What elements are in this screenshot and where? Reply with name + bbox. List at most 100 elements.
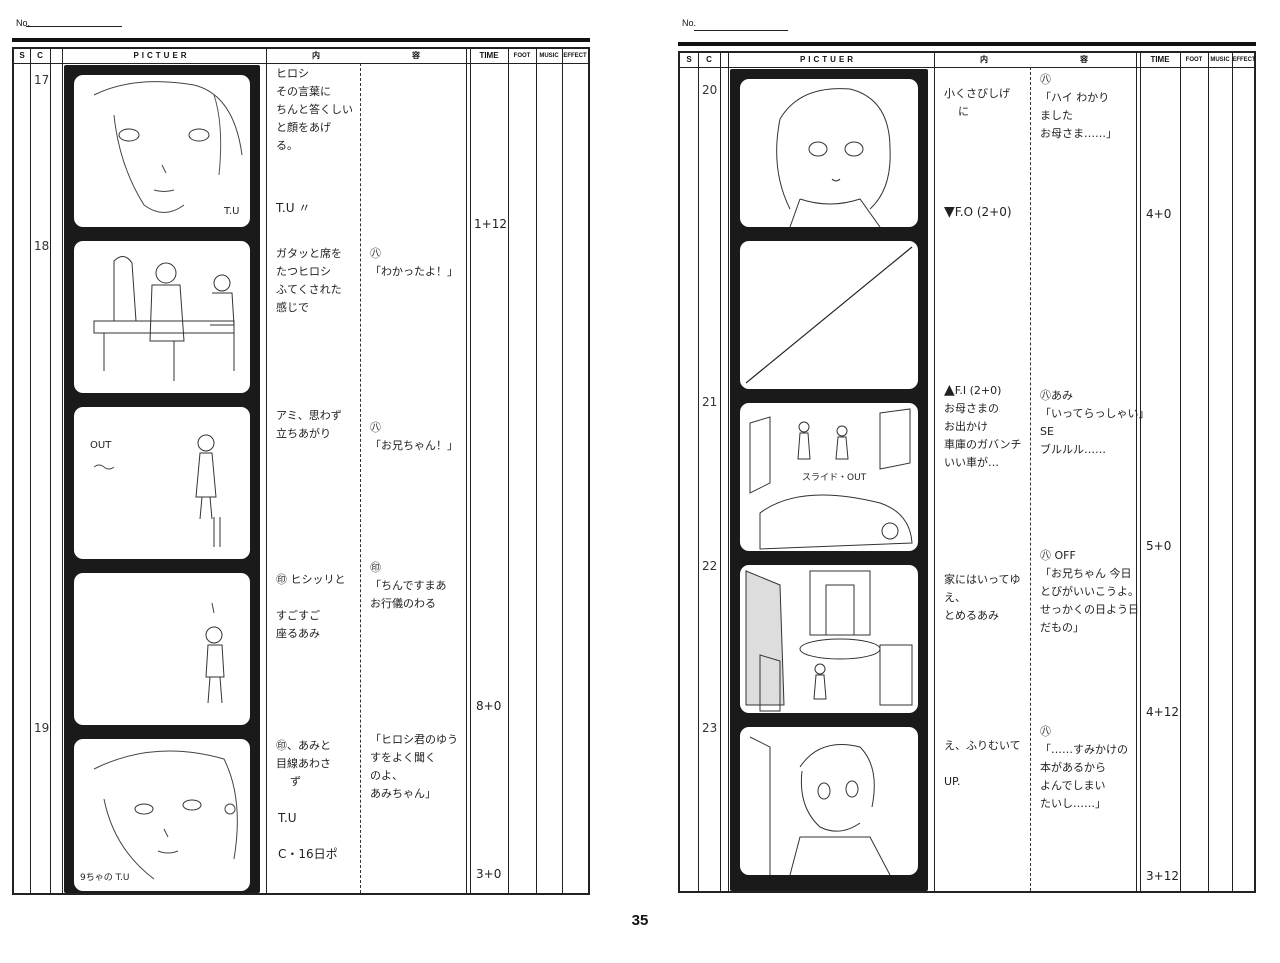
sketch-table-scene: [93, 256, 235, 381]
action-text-cut23: え、ふりむいて UP.: [944, 739, 1021, 788]
column-divider: [508, 49, 509, 893]
time-cut20: 4+0: [1146, 207, 1172, 221]
picture-frame-cut23: [740, 727, 918, 875]
film-strip: T.U: [64, 65, 260, 893]
column-effect-header: EFFECT: [563, 53, 587, 59]
column-divider: [466, 49, 467, 893]
picture-frame-blank: [740, 241, 918, 389]
action-text-cut20: 小くさびしげ に: [944, 87, 1010, 118]
column-music-header: MUSIC: [539, 53, 559, 59]
sketch-boy-turning: [749, 736, 891, 875]
column-time-header: TIME: [479, 51, 499, 60]
column-picture-header: PICTUER: [133, 51, 190, 60]
action-text-cut19: ㊞、あみと 目線あわさ ず: [276, 739, 331, 788]
number-label: No.: [16, 18, 31, 28]
column-divider: [266, 49, 267, 893]
sketch-girl-portrait: [776, 88, 891, 227]
number-label: No.: [682, 18, 697, 28]
action-extra-cut20: ▼F.O (2+0): [944, 203, 1012, 221]
column-effect-header: EFFECT: [1232, 57, 1256, 63]
sketch-house-entrance: [745, 570, 913, 712]
dialogue-text-cut20: ㊇ 「ハイ わかり ました お母さま……」: [1040, 73, 1117, 140]
column-divider: [1136, 53, 1137, 891]
fade-in-triangle-icon: ▲: [944, 382, 955, 398]
picture-frame-cut22: [740, 565, 918, 713]
dialogue-text-cut18: ㊇ 「わかったよ！」: [370, 247, 458, 278]
column-divider: [1140, 53, 1141, 891]
dialogue-text-cut22: ㊇ OFF 「お兄ちゃん 今日 とびがいいこうよ。 せっかくの日よう日 だもの」: [1040, 549, 1139, 634]
column-divider: [1180, 53, 1181, 891]
column-divider: [1208, 53, 1209, 891]
picture-frame-cut21: スライド・OUT: [740, 403, 918, 551]
picture-frame-cut18: [74, 241, 250, 393]
header-divider: [680, 67, 1254, 68]
frame-note-slide-out: スライド・OUT: [802, 473, 867, 483]
top-rule: [678, 42, 1256, 46]
action-text-cut17: ヒロシ その言葉に ちんと答くしい と顔をあげ る。: [276, 67, 353, 152]
action-text-cut18c: ㊞ ヒシッリと すごすご 座るあみ: [276, 573, 346, 640]
action-text-cut18b: アミ、思わず 立ちあがり: [276, 409, 342, 440]
cut-number: 18: [34, 239, 50, 253]
time-cut17: 1+12: [474, 217, 507, 231]
column-c-header: C: [37, 51, 43, 60]
picture-frame-cut20: [740, 79, 918, 227]
fade-out-label: F.O (2+0): [954, 205, 1012, 219]
right-page: No. S C PICTUER 内 容 TIME FOOT MUSIC EFFE…: [640, 0, 1280, 963]
cut-number: 17: [34, 73, 50, 87]
column-divider: [50, 49, 51, 893]
column-divider: [62, 49, 63, 893]
column-content-header-right: 容: [412, 51, 420, 60]
cut-number: 23: [702, 721, 718, 735]
column-divider: [536, 49, 537, 893]
picture-frame-cut17: T.U: [74, 75, 250, 227]
time-cut23: 3+12: [1146, 869, 1179, 883]
picture-frame-cut19: 9ちゃの T.U: [74, 739, 250, 891]
column-time-header: TIME: [1150, 55, 1170, 64]
picture-frame-cut18c: [74, 573, 250, 725]
column-divider: [1232, 53, 1233, 891]
dialogue-text-cut18c: ㊞ 「ちんですまあ お行儀のわる: [370, 561, 447, 610]
column-c-header: C: [706, 55, 712, 64]
cut-number: 22: [702, 559, 718, 573]
content-dashed-divider: [360, 63, 361, 893]
content-dashed-divider: [1030, 67, 1031, 891]
column-divider: [30, 49, 31, 893]
column-content-header-right: 容: [1080, 55, 1088, 64]
time-cut21: 5+0: [1146, 539, 1172, 553]
cut-number: 21: [702, 395, 718, 409]
column-music-header: MUSIC: [1210, 57, 1230, 63]
blank-frame-slash: [745, 246, 913, 384]
time-cut18: 8+0: [476, 699, 502, 713]
action-extra-cut19: T.U C・16日ポ: [278, 811, 338, 861]
sketch-girl-sitting: [205, 602, 225, 704]
left-page: No. S C PICTUER 内 容 TIME FOOT MUSIC EFFE…: [12, 18, 590, 895]
dialogue-text-cut21: ㊇あみ 「いってらっしゃい」 SE ブルルル……: [1040, 389, 1150, 456]
header-divider: [14, 63, 588, 64]
column-divider: [470, 49, 471, 893]
dialogue-text-cut19: 「ヒロシ君のゆう すをよく聞く のよ、 あみちゃん」: [370, 733, 458, 800]
number-line: [694, 30, 788, 31]
cut-number: 19: [34, 721, 50, 735]
fade-out-triangle-icon: ▼: [944, 204, 955, 220]
column-picture-header: PICTUER: [799, 55, 857, 64]
dialogue-text-cut23: ㊇ 「……すみかけの 本があるから よんでしまい たいし……」: [1040, 725, 1128, 810]
column-divider: [698, 53, 699, 891]
picture-frame-cut18b: OUT: [74, 407, 250, 559]
column-s-header: S: [19, 51, 25, 60]
number-line: [26, 26, 122, 27]
action-text-cut21: ▲F.I (2+0) お母さまの お出かけ 車庫のガバンチ いい車が…: [944, 381, 1022, 472]
storyboard-sheet: S C PICTUER 内 容 TIME FOOT MUSIC EFFECT: [12, 47, 590, 895]
frame-note-out: OUT: [90, 440, 112, 451]
action-label-cut21: F.I (2+0) お母さまの お出かけ 車庫のガバンチ いい車が…: [944, 384, 1022, 469]
dialogue-text-cut18b: ㊇ 「お兄ちゃん！」: [370, 421, 458, 452]
film-strip: スライド・OUT: [730, 69, 928, 891]
column-divider: [720, 53, 721, 891]
time-cut22: 4+12: [1146, 705, 1179, 719]
sketch-girl-standing: [93, 434, 221, 547]
time-cut19: 3+0: [476, 867, 502, 881]
column-s-header: S: [686, 55, 692, 64]
page-number: 35: [631, 912, 649, 929]
column-content-header-left: 内: [980, 55, 988, 64]
action-extra-cut17: T.U 〃: [276, 201, 311, 215]
sketch-driveway-car: [749, 408, 913, 550]
